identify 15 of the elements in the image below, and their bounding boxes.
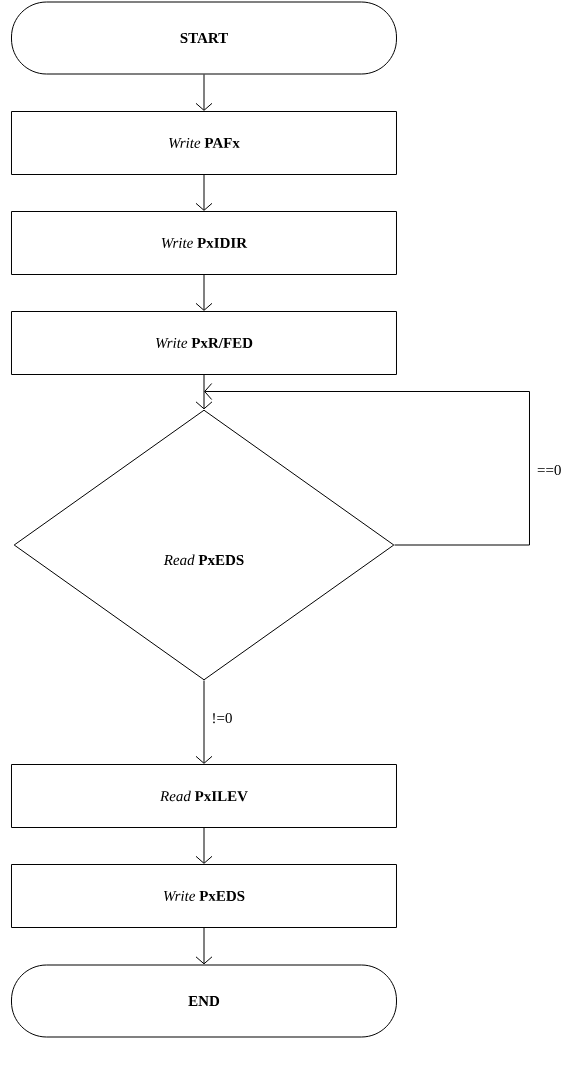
arrow [204,383,530,546]
edge-label: ==0 [536,463,563,477]
process-box: Write PAFx [11,111,397,175]
arrow [195,374,213,410]
arrow [195,74,213,111]
arrow [195,827,213,864]
arrow [195,274,213,311]
process-box: Write PxEDS [11,864,397,928]
process-box: Write PxIDIR [11,211,397,275]
edge-label: !=0 [210,712,234,725]
arrow [195,174,213,211]
process-box: Read PxILEV [11,764,397,828]
arrow [195,927,213,965]
arrow [195,680,213,764]
process-box: Write PxR/FED [11,311,397,375]
